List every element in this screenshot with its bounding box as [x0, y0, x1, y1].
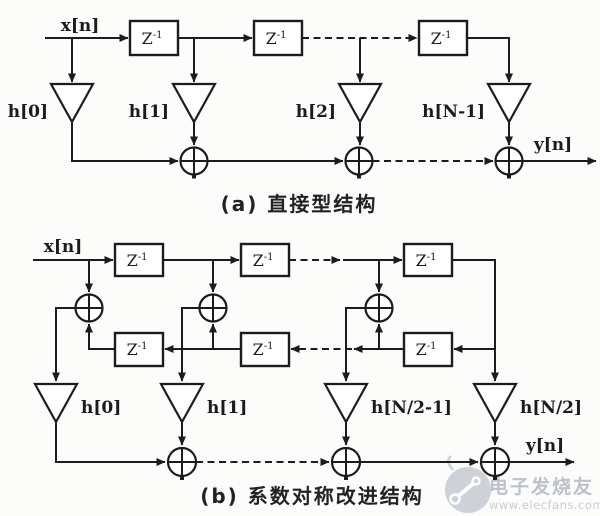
- multiplier-triangle: [171, 82, 217, 125]
- delay-label: Z: [127, 251, 138, 270]
- delay-block: Z-1: [239, 242, 291, 278]
- delay-exponent: -1: [138, 252, 148, 263]
- multiplier-triangle: [323, 382, 369, 425]
- svg-text:Z-1: Z-1: [127, 251, 148, 270]
- adder: [166, 446, 198, 480]
- delay-exponent: -1: [442, 30, 452, 41]
- input-signal-label: x[n]: [44, 237, 83, 257]
- delay-label: Z: [266, 29, 277, 48]
- output-adders-b: [166, 446, 511, 480]
- delay-exponent: -1: [427, 252, 437, 263]
- output-signal-label: y[n]: [525, 436, 564, 456]
- svg-text:Z-1: Z-1: [416, 251, 437, 270]
- adder: [494, 146, 524, 179]
- delay-block: Z-1: [239, 331, 291, 368]
- delay-label: Z: [127, 340, 138, 359]
- coefficient-label: h[N/2-1]: [371, 398, 452, 418]
- input-signal-label: x[n]: [61, 16, 100, 36]
- delay-block: Z-1: [113, 331, 165, 368]
- elecfans-watermark: 电子发烧友 www.elecfans.com: [445, 455, 600, 513]
- watermark-brand-text: 电子发烧友: [489, 475, 594, 498]
- svg-text:Z-1: Z-1: [266, 29, 287, 48]
- multiplier-triangle: [472, 382, 518, 425]
- watermark-url-text: www.elecfans.com: [489, 498, 600, 512]
- delay-label: Z: [253, 251, 264, 270]
- adders-a: [179, 146, 524, 179]
- svg-text:Z-1: Z-1: [416, 340, 437, 359]
- coefficient-label: h[N-1]: [422, 102, 485, 122]
- delay-exponent: -1: [264, 252, 274, 263]
- delay-label: Z: [253, 340, 264, 359]
- svg-text:Z-1: Z-1: [142, 29, 163, 48]
- delay-exponent: -1: [138, 341, 148, 352]
- coefficient-label: h[1]: [129, 102, 169, 122]
- adder: [364, 293, 394, 323]
- adder: [479, 446, 511, 480]
- svg-text:Z-1: Z-1: [127, 340, 148, 359]
- multiplier-triangle: [49, 82, 95, 125]
- signal-wires-b: [33, 256, 575, 466]
- caption-a: (a) 直接型结构: [221, 192, 378, 216]
- caption-b: (b) 系数对称改进结构: [200, 484, 424, 508]
- delay-exponent: -1: [427, 341, 437, 352]
- delay-label: Z: [416, 340, 427, 359]
- coefficient-label: h[N/2]: [520, 398, 582, 418]
- delay-exponent: -1: [277, 30, 287, 41]
- adder: [74, 293, 104, 323]
- delay-label: Z: [142, 29, 153, 48]
- multiplier-triangle: [33, 382, 79, 425]
- delay-exponent: -1: [264, 341, 274, 352]
- coefficient-label: h[0]: [8, 102, 48, 122]
- delay-label: Z: [431, 29, 442, 48]
- output-signal-label: y[n]: [533, 135, 572, 155]
- delay-block: Z-1: [113, 242, 165, 278]
- adder: [330, 446, 362, 480]
- watermark-logo-dot: [471, 476, 481, 486]
- coefficient-label: h[0]: [81, 398, 121, 418]
- delay-block: Z-1: [417, 19, 469, 57]
- signal-wires-a: [45, 34, 597, 165]
- delay-block: Z-1: [128, 19, 180, 57]
- delay-block: Z-1: [402, 331, 454, 368]
- diagram-a-direct-form: x[n] Z-1 Z-1 Z-1: [8, 16, 597, 216]
- adder: [344, 146, 374, 179]
- delay-exponent: -1: [153, 30, 163, 41]
- svg-text:Z-1: Z-1: [253, 340, 274, 359]
- adder: [179, 146, 209, 179]
- delay-label: Z: [416, 251, 427, 270]
- delay-block: Z-1: [252, 19, 304, 57]
- multiplier-triangles-a: h[0] h[1] h[2] h[N-1]: [8, 82, 532, 125]
- multiplier-triangle: [159, 382, 205, 425]
- svg-text:Z-1: Z-1: [431, 29, 452, 48]
- adder: [198, 293, 228, 323]
- diagram-b-symmetric-form: x[n]: [33, 237, 582, 508]
- multiplier-triangle: [486, 82, 532, 125]
- multiplier-triangles-b: h[0] h[1] h[N/2-1] h[N/2]: [33, 382, 582, 425]
- multiplier-triangle: [337, 82, 383, 125]
- svg-text:Z-1: Z-1: [253, 251, 274, 270]
- coefficient-label: h[2]: [296, 102, 336, 122]
- delay-block: Z-1: [402, 242, 454, 278]
- pre-adders-b: [74, 293, 394, 323]
- coefficient-label: h[1]: [207, 398, 247, 418]
- watermark-logo-dot: [449, 493, 461, 505]
